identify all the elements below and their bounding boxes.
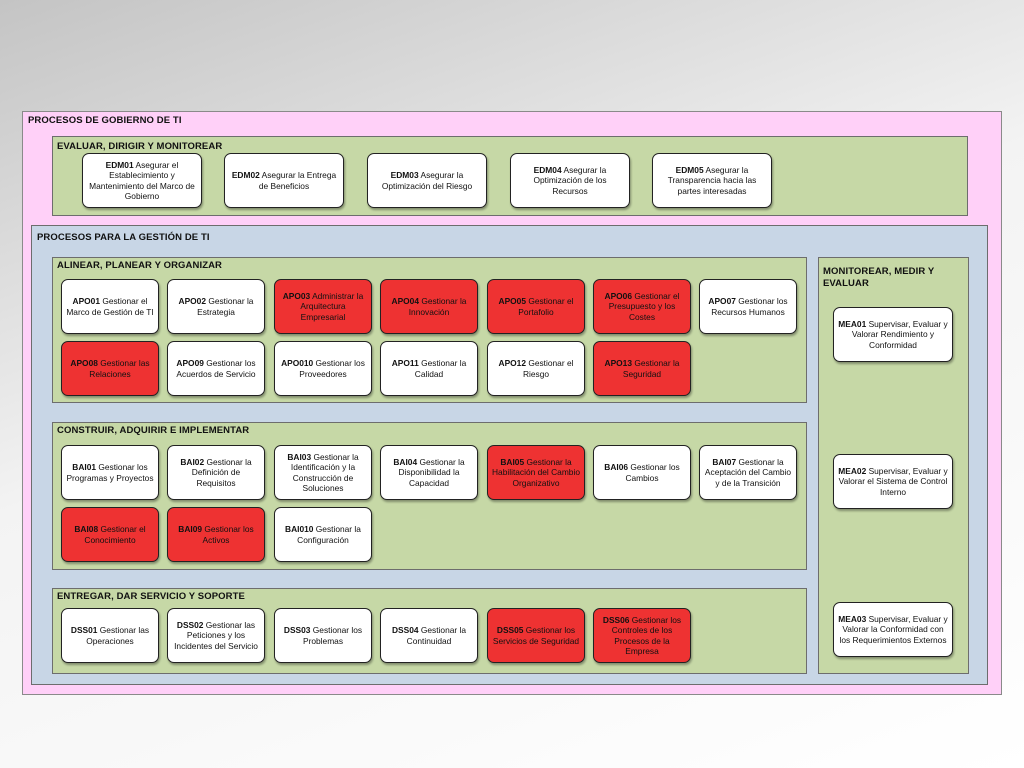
bai-title: CONSTRUIR, ADQUIRIR E IMPLEMENTAR — [57, 425, 250, 436]
management-title: PROCESOS PARA LA GESTIÓN DE TI — [37, 232, 210, 243]
edm-title: EVALUAR, DIRIGIR Y MONITOREAR — [57, 141, 223, 152]
governance-title: PROCESOS DE GOBIERNO DE TI — [28, 115, 182, 126]
process-box-apo13[interactable]: APO13 Gestionar la Seguridad — [593, 341, 691, 396]
mea-title: MONITOREAR, MEDIR Y EVALUAR — [823, 266, 935, 289]
dss-title: ENTREGAR, DAR SERVICIO Y SOPORTE — [57, 591, 245, 602]
process-box-dss01[interactable]: DSS01 Gestionar las Operaciones — [61, 608, 159, 663]
process-box-mea02[interactable]: MEA02 Supervisar, Evaluar y Valorar el S… — [833, 454, 953, 509]
process-box-dss06[interactable]: DSS06 Gestionar los Controles de los Pro… — [593, 608, 691, 663]
apo-title: ALINEAR, PLANEAR Y ORGANIZAR — [57, 260, 223, 271]
process-box-edm02[interactable]: EDM02 Asegurar la Entrega de Beneficios — [224, 153, 344, 208]
process-box-bai04[interactable]: BAI04 Gestionar la Disponibilidad la Cap… — [380, 445, 478, 500]
process-box-apo12[interactable]: APO12 Gestionar el Riesgo — [487, 341, 585, 396]
process-box-bai05[interactable]: BAI05 Gestionar la Habilitación del Camb… — [487, 445, 585, 500]
process-box-apo07[interactable]: APO07 Gestionar los Recursos Humanos — [699, 279, 797, 334]
process-box-apo010[interactable]: APO010 Gestionar los Proveedores — [274, 341, 372, 396]
process-box-dss02[interactable]: DSS02 Gestionar las Peticiones y los Inc… — [167, 608, 265, 663]
process-box-bai010[interactable]: BAI010 Gestionar la Configuración — [274, 507, 372, 562]
process-box-bai02[interactable]: BAI02 Gestionar la Definición de Requisi… — [167, 445, 265, 500]
process-box-apo05[interactable]: APO05 Gestionar el Portafolio — [487, 279, 585, 334]
process-box-edm01[interactable]: EDM01 Asegurar el Establecimiento y Mant… — [82, 153, 202, 208]
process-box-apo01[interactable]: APO01 Gestionar el Marco de Gestión de T… — [61, 279, 159, 334]
process-box-mea01[interactable]: MEA01 Supervisar, Evaluar y Valorar Rend… — [833, 307, 953, 362]
process-box-apo09[interactable]: APO09 Gestionar los Acuerdos de Servicio — [167, 341, 265, 396]
process-box-dss03[interactable]: DSS03 Gestionar los Problemas — [274, 608, 372, 663]
process-box-mea03[interactable]: MEA03 Supervisar, Evaluar y Valorar la C… — [833, 602, 953, 657]
process-box-bai09[interactable]: BAI09 Gestionar los Activos — [167, 507, 265, 562]
process-box-dss05[interactable]: DSS05 Gestionar los Servicios de Segurid… — [487, 608, 585, 663]
process-box-apo02[interactable]: APO02 Gestionar la Estrategia — [167, 279, 265, 334]
process-box-edm03[interactable]: EDM03 Asegurar la Optimización del Riesg… — [367, 153, 487, 208]
process-box-apo11[interactable]: APO11 Gestionar la Calidad — [380, 341, 478, 396]
process-box-edm05[interactable]: EDM05 Asegurar la Transparencia hacia la… — [652, 153, 772, 208]
process-box-dss04[interactable]: DSS04 Gestionar la Continuidad — [380, 608, 478, 663]
process-box-apo08[interactable]: APO08 Gestionar las Relaciones — [61, 341, 159, 396]
process-box-bai07[interactable]: BAI07 Gestionar la Aceptación del Cambio… — [699, 445, 797, 500]
process-box-bai06[interactable]: BAI06 Gestionar los Cambios — [593, 445, 691, 500]
process-box-apo06[interactable]: APO06 Gestionar el Presupuesto y los Cos… — [593, 279, 691, 334]
process-box-edm04[interactable]: EDM04 Asegurar la Optimización de los Re… — [510, 153, 630, 208]
process-box-bai01[interactable]: BAI01 Gestionar los Programas y Proyecto… — [61, 445, 159, 500]
process-box-apo04[interactable]: APO04 Gestionar la Innovación — [380, 279, 478, 334]
process-box-bai08[interactable]: BAI08 Gestionar el Conocimiento — [61, 507, 159, 562]
process-box-apo03[interactable]: APO03 Administrar la Arquitectura Empres… — [274, 279, 372, 334]
process-box-bai03[interactable]: BAI03 Gestionar la Identificación y la C… — [274, 445, 372, 500]
